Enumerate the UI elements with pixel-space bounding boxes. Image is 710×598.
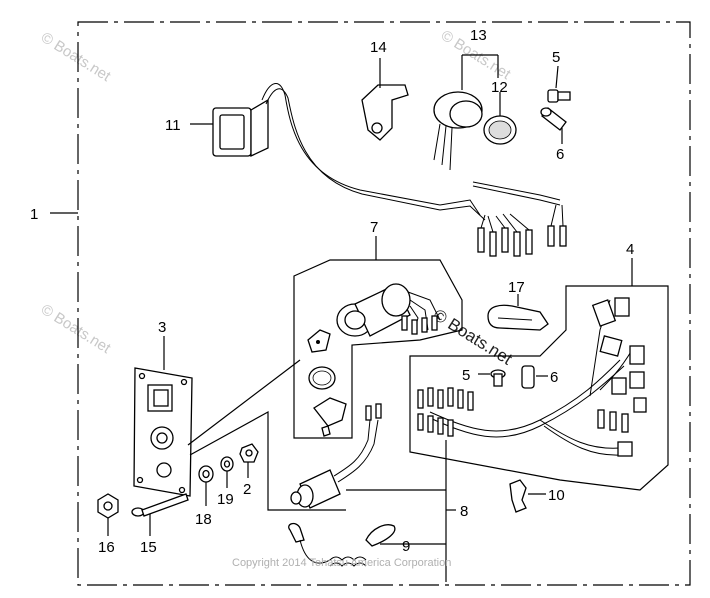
part-9-lanyard — [288, 522, 396, 567]
part-18-washer — [198, 465, 214, 483]
part-5-bolt-mid — [490, 369, 506, 387]
callout-8: 8 — [460, 503, 468, 520]
callout-18: 18 — [195, 511, 212, 528]
watermark-mid-left: © Boats.net — [38, 301, 114, 358]
part-7-key — [313, 397, 347, 437]
part-11-switch-harness — [212, 83, 567, 257]
copyright-text: Copyright 2014 Tohatsu America Corporati… — [232, 557, 451, 569]
watermarks: © Boats.net © Boats.net © Boats.net © Bo… — [38, 27, 516, 369]
watermark-top-left: © Boats.net — [38, 29, 114, 86]
callout-11: 11 — [165, 117, 181, 134]
part-6-sleeve-top — [540, 107, 567, 131]
callout-6-top: 6 — [556, 146, 564, 163]
leader-3-link — [187, 359, 301, 446]
part-3-panel — [133, 367, 193, 497]
callout-5-mid: 5 — [462, 367, 470, 384]
part-10-clip — [509, 479, 527, 513]
kit-7-outline — [293, 259, 463, 439]
callout-4: 4 — [626, 241, 634, 258]
callout-5-top: 5 — [552, 49, 560, 66]
callout-16: 16 — [98, 539, 115, 556]
callout-13: 13 — [470, 27, 487, 44]
part-2-nut — [239, 443, 259, 463]
leader-5-top — [555, 65, 559, 89]
callout-1: 1 — [30, 206, 38, 223]
kit-4-outline — [409, 285, 669, 491]
callout-17: 17 — [508, 279, 525, 296]
part-13-gauge — [433, 91, 483, 171]
part-5-bolt-top — [547, 89, 571, 103]
part-15-screw — [131, 493, 189, 517]
callout-19: 19 — [217, 491, 234, 508]
kit-boundary — [77, 21, 691, 586]
callout-7: 7 — [370, 219, 378, 236]
callout-2: 2 — [243, 481, 251, 498]
part-16-nut — [97, 493, 119, 519]
callout-6-mid: 6 — [550, 369, 558, 386]
part-7-ring — [308, 366, 336, 390]
part-12-cap — [483, 115, 517, 145]
part-7-key-switch — [336, 283, 441, 337]
callout-14: 14 — [370, 39, 387, 56]
part-19-washer — [220, 456, 234, 472]
part-4-harness — [417, 297, 647, 457]
callout-9: 9 — [402, 538, 410, 555]
callout-12: 12 — [491, 79, 508, 96]
callout-15: 15 — [140, 539, 157, 556]
callout-3: 3 — [158, 319, 166, 336]
part-14-bracket — [361, 84, 409, 141]
part-6-sleeve-mid — [521, 365, 535, 389]
leader-panel-link — [189, 410, 346, 511]
part-7-key-cap — [307, 329, 331, 353]
part-17-clip — [487, 304, 549, 331]
part-8-stop-switch — [290, 403, 382, 509]
callout-10: 10 — [548, 487, 565, 504]
